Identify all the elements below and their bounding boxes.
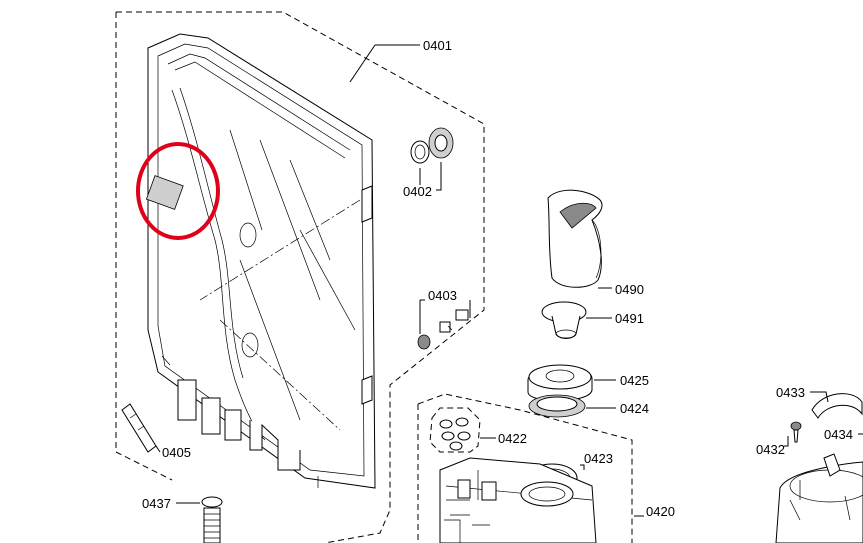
softener-assembly-boundary	[417, 393, 633, 543]
label-0434: 0434	[824, 427, 853, 442]
label-0401: 0401	[423, 38, 452, 53]
side-panel-part[interactable]	[145, 33, 376, 489]
leader-0423	[580, 464, 585, 470]
leader-0403	[419, 299, 471, 334]
label-0402: 0402	[403, 184, 432, 199]
label-0420: 0420	[646, 504, 675, 519]
seal-kit-boundary	[429, 407, 481, 453]
lid-part[interactable]	[527, 364, 593, 402]
seal-kit-part[interactable]	[439, 417, 471, 451]
leader-0402	[419, 162, 442, 191]
clip-part[interactable]	[121, 403, 157, 453]
funnel-part[interactable]	[547, 189, 603, 288]
label-0432: 0432	[756, 442, 785, 457]
label-0403: 0403	[428, 288, 457, 303]
retaining-ring-part[interactable]	[528, 394, 586, 418]
screw-part[interactable]	[417, 309, 469, 350]
leader-0432	[784, 436, 789, 447]
label-0425: 0425	[620, 373, 649, 388]
label-0405: 0405	[162, 445, 191, 460]
label-0423: 0423	[584, 451, 613, 466]
panel-assembly-boundary	[115, 11, 485, 543]
highlight-circle	[136, 142, 220, 240]
sump-part[interactable]	[775, 453, 863, 543]
leader-0433	[810, 391, 829, 403]
seal-ring-part[interactable]	[410, 127, 454, 164]
label-0490: 0490	[615, 282, 644, 297]
hose-part[interactable]	[201, 496, 223, 543]
water-softener-part[interactable]	[439, 457, 597, 543]
label-0491: 0491	[615, 311, 644, 326]
leader-0405	[155, 445, 161, 453]
small-screw-part[interactable]	[790, 421, 802, 443]
label-0437: 0437	[142, 496, 171, 511]
clamp-part[interactable]	[811, 393, 863, 419]
label-0422: 0422	[498, 431, 527, 446]
label-0433: 0433	[776, 385, 805, 400]
cap-part[interactable]	[541, 301, 587, 339]
leader-0401	[349, 44, 420, 83]
label-0424: 0424	[620, 401, 649, 416]
